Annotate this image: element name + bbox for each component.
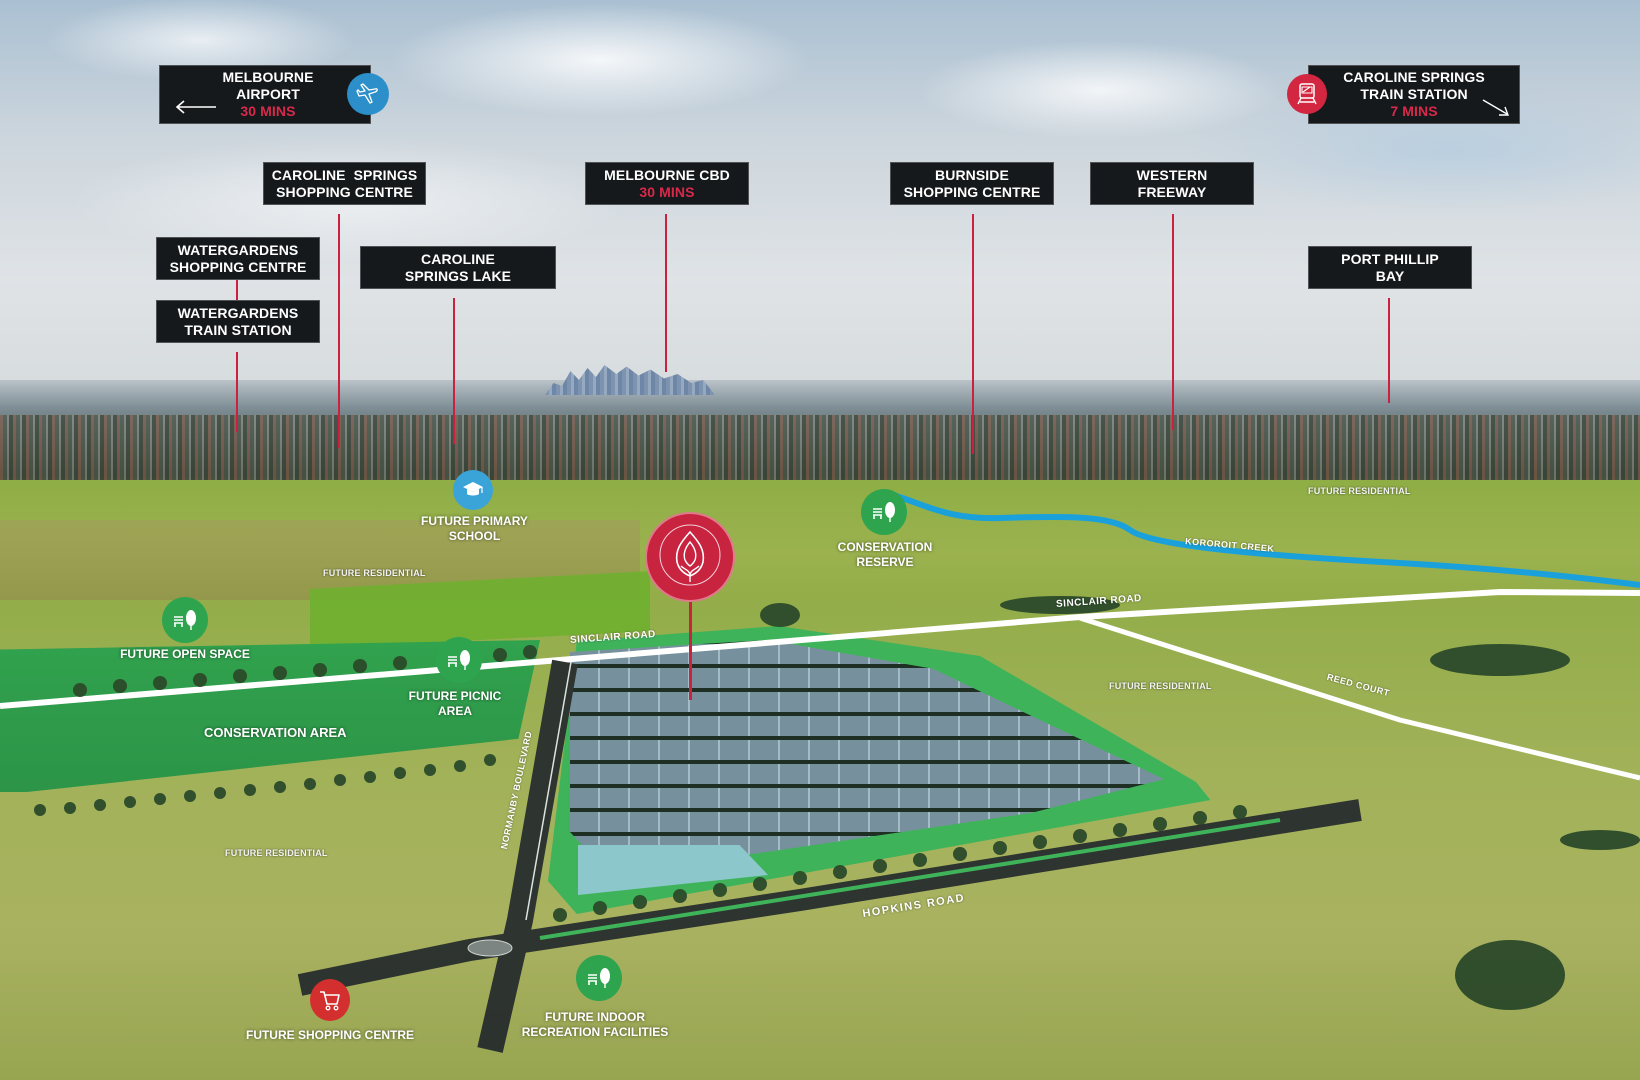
label-future-indoor-recreation: FUTURE INDOOR RECREATION FACILITIES <box>521 1010 669 1039</box>
leader-line-melbourne-cbd <box>665 214 667 372</box>
estate-logo-pin[interactable] <box>645 512 735 602</box>
leader-line-watergardens-connector <box>236 280 238 302</box>
park-bench-tree-icon[interactable] <box>436 637 482 683</box>
callout-burnside-shopping-centre[interactable]: BURNSIDE SHOPPING CENTRE <box>890 162 1054 205</box>
callout-line2: FREEWAY <box>1137 183 1207 200</box>
park-bench-tree-icon[interactable] <box>162 597 208 643</box>
label-future-primary-school: FUTURE PRIMARY SCHOOL <box>421 514 528 543</box>
logo-pin-stem <box>689 600 692 700</box>
leaf-flame-logo-icon <box>655 520 725 595</box>
callout-line1: PORT PHILLIP <box>1341 250 1439 267</box>
callout-line1: CAROLINE <box>421 250 495 267</box>
graduation-cap-icon[interactable] <box>453 470 493 510</box>
callout-watergardens-train-station[interactable]: WATERGARDENS TRAIN STATION <box>156 300 320 343</box>
callout-line1: WESTERN <box>1136 166 1208 183</box>
callout-line2: SHOPPING CENTRE <box>276 183 413 200</box>
train-icon <box>1287 74 1327 114</box>
leader-line-western-freeway <box>1172 214 1174 430</box>
callout-line2: AIRPORT <box>236 86 300 102</box>
travel-time: 30 MINS <box>639 183 695 200</box>
leader-line-caroline-springs-lake <box>453 298 455 444</box>
label-conservation-reserve: CONSERVATION RESERVE <box>837 540 933 569</box>
callout-line1: MELBOURNE CBD <box>604 166 730 183</box>
callout-line1: BURNSIDE <box>935 166 1009 183</box>
callout-line1: CAROLINE SPRINGS <box>271 166 418 183</box>
callout-melbourne-airport[interactable]: MELBOURNE AIRPORT 30 MINS <box>159 65 371 124</box>
callout-line1: CAROLINE SPRINGS <box>1343 69 1485 85</box>
callout-port-phillip-bay[interactable]: PORT PHILLIP BAY <box>1308 246 1472 289</box>
label-future-picnic-area: FUTURE PICNIC AREA <box>408 689 502 718</box>
label-future-residential: FUTURE RESIDENTIAL <box>1109 681 1212 691</box>
park-bench-tree-icon[interactable] <box>576 955 622 1001</box>
callout-western-freeway[interactable]: WESTERN FREEWAY <box>1090 162 1254 205</box>
callout-melbourne-cbd[interactable]: MELBOURNE CBD 30 MINS <box>585 162 749 205</box>
shopping-cart-icon[interactable] <box>310 979 350 1021</box>
label-future-open-space: FUTURE OPEN SPACE <box>120 647 250 661</box>
callout-line1: WATERGARDENS <box>177 304 299 321</box>
callout-line1: WATERGARDENS <box>177 241 299 258</box>
leader-line-burnside <box>972 214 974 454</box>
airplane-icon <box>347 73 389 115</box>
label-future-residential: FUTURE RESIDENTIAL <box>1308 486 1411 496</box>
leader-line-port-phillip-bay <box>1388 298 1390 403</box>
callout-caroline-springs-train-station[interactable]: CAROLINE SPRINGS TRAIN STATION 7 MINS <box>1308 65 1520 124</box>
callout-line2: SPRINGS LAKE <box>404 267 512 284</box>
label-conservation-area: CONSERVATION AREA <box>204 725 347 740</box>
callout-caroline-springs-shopping-centre[interactable]: CAROLINE SPRINGS SHOPPING CENTRE <box>263 162 426 205</box>
park-bench-tree-icon[interactable] <box>861 489 907 535</box>
callout-watergardens-shopping-centre[interactable]: WATERGARDENS SHOPPING CENTRE <box>156 237 320 280</box>
left-arrow-icon <box>174 100 218 118</box>
down-right-arrow-icon <box>1481 98 1511 122</box>
callout-caroline-springs-lake[interactable]: CAROLINE SPRINGS LAKE <box>360 246 556 289</box>
leader-line-watergardens-train <box>236 352 238 432</box>
callout-line2: SHOPPING CENTRE <box>169 258 307 275</box>
callout-line2: TRAIN STATION <box>1360 86 1468 102</box>
label-future-residential: FUTURE RESIDENTIAL <box>225 848 328 858</box>
callout-line1: MELBOURNE <box>222 69 314 85</box>
travel-time: 7 MINS <box>1390 103 1438 119</box>
leader-line-caroline-springs-shopping <box>338 214 340 448</box>
callout-line2: TRAIN STATION <box>184 321 292 338</box>
travel-time: 30 MINS <box>240 103 296 119</box>
callout-line2: SHOPPING CENTRE <box>903 183 1041 200</box>
label-future-shopping-centre: FUTURE SHOPPING CENTRE <box>245 1028 414 1042</box>
callout-line2: BAY <box>1375 267 1405 284</box>
label-future-residential: FUTURE RESIDENTIAL <box>323 568 426 578</box>
